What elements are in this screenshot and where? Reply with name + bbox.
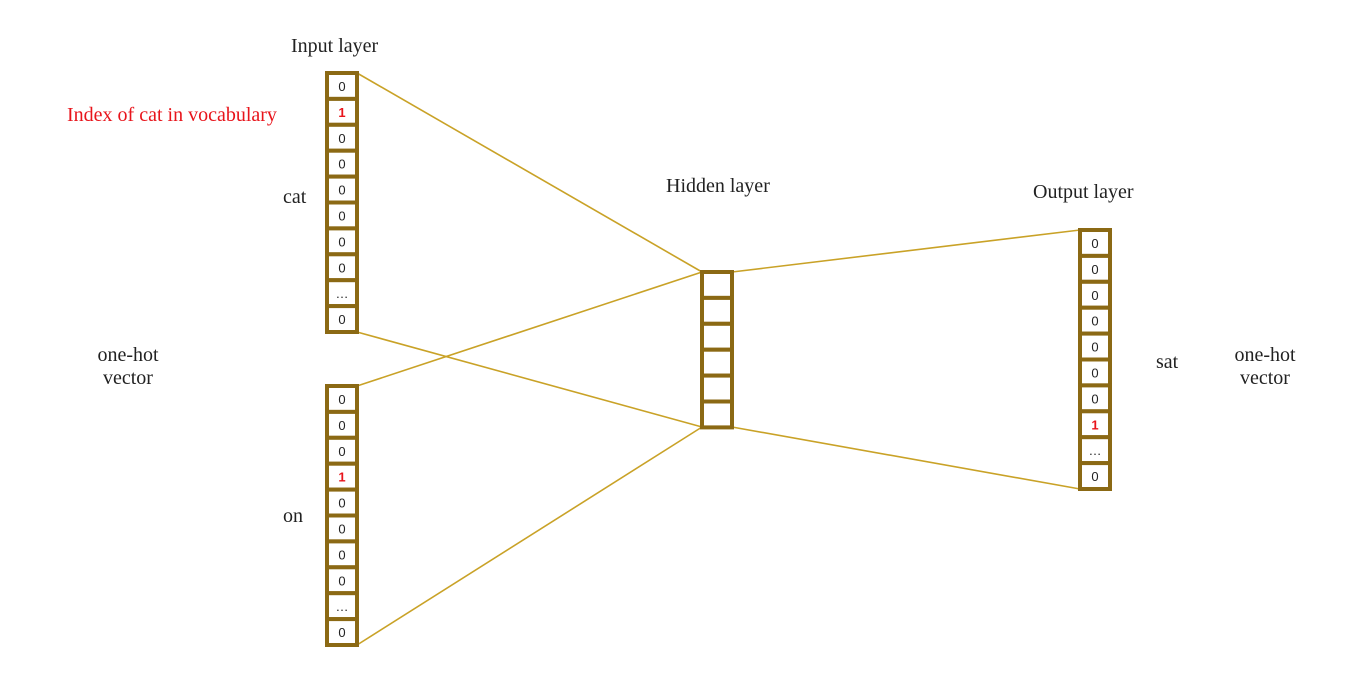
output-sat-value: … [1089, 443, 1102, 458]
input-on-value: … [336, 599, 349, 614]
output-sat-value: 0 [1091, 262, 1098, 277]
input-on-value: 0 [338, 496, 345, 511]
connection-line [731, 229, 1081, 273]
input-cat-value: 0 [338, 157, 345, 172]
hidden-unit [700, 270, 734, 300]
output-sat-cell [1078, 331, 1112, 362]
output-sat-value: 0 [1091, 340, 1098, 355]
onehot-left-line2: vector [103, 367, 153, 389]
output-sat-cell [1078, 409, 1112, 440]
input-on-value: 0 [338, 625, 345, 640]
input-cat-value: 0 [338, 312, 345, 327]
output-vector-sat: 0 0 0 0 0 0 0 1 … 0 [1078, 228, 1112, 492]
hidden-layer-units [700, 270, 734, 430]
output-sat-cell [1078, 279, 1112, 310]
output-sat-value: 0 [1091, 365, 1098, 380]
input-on-value: 0 [338, 392, 345, 407]
output-sat-value: 0 [1091, 236, 1098, 251]
input-cat-value: 0 [338, 183, 345, 198]
onehot-left-line1: one-hot [97, 344, 159, 366]
hidden-unit [700, 295, 734, 326]
output-sat-value: 0 [1091, 469, 1098, 484]
input-on-hot-value: 1 [338, 470, 345, 485]
input-on-cell [325, 513, 359, 544]
input-cat-value: 0 [338, 260, 345, 275]
input-vector-on: 0 0 0 1 0 0 0 0 … 0 [325, 384, 359, 647]
word-label-on: on [283, 505, 303, 527]
input-on-value: 0 [338, 547, 345, 562]
word-label-sat: sat [1156, 351, 1179, 373]
input-cat-cell [325, 304, 359, 335]
hidden-unit [700, 373, 734, 404]
output-sat-cell [1078, 461, 1112, 492]
input-cat-value: … [336, 286, 349, 301]
index-annotation: Index of cat in vocabulary [67, 104, 277, 126]
input-cat-cell [325, 96, 359, 127]
output-sat-value: 0 [1091, 391, 1098, 406]
connection-line [356, 72, 703, 273]
output-sat-value: 0 [1091, 314, 1098, 329]
input-cat-value: 0 [338, 131, 345, 146]
input-on-cell [325, 461, 359, 492]
input-cat-cell [325, 200, 359, 231]
output-sat-cell [1078, 228, 1112, 258]
connection-line [356, 271, 703, 387]
hidden-unit [700, 347, 734, 378]
output-layer-title: Output layer [1033, 181, 1134, 203]
connection-line [356, 426, 703, 646]
connection-line [356, 331, 703, 428]
input-on-value: 0 [338, 418, 345, 433]
connection-lines [356, 72, 1081, 646]
input-on-value: 0 [338, 573, 345, 588]
hidden-unit [700, 321, 734, 352]
onehot-label-right: one-hot vector [1225, 344, 1305, 390]
output-sat-value: 0 [1091, 288, 1098, 303]
onehot-right-line2: vector [1240, 367, 1290, 389]
input-cat-hot-value: 1 [338, 105, 345, 120]
input-layer-title: Input layer [291, 35, 379, 57]
input-cat-value: 0 [338, 79, 345, 94]
input-cat-cell [325, 174, 359, 205]
hidden-unit [700, 399, 734, 430]
onehot-label-left: one-hot vector [88, 344, 168, 390]
output-sat-cell [1078, 305, 1112, 336]
output-sat-hot-value: 1 [1091, 417, 1098, 432]
word-label-cat: cat [283, 186, 307, 208]
input-on-cell [325, 435, 359, 466]
hidden-layer-title: Hidden layer [666, 175, 770, 197]
input-cat-cell [325, 226, 359, 257]
input-vector-cat: 0 1 0 0 0 0 0 0 … 0 [325, 71, 359, 335]
connection-line [731, 426, 1081, 490]
input-on-cell [325, 617, 359, 647]
input-on-cell [325, 409, 359, 440]
input-cat-value: 0 [338, 234, 345, 249]
input-cat-cell [325, 252, 359, 283]
input-cat-value: 0 [338, 208, 345, 223]
input-on-value: 0 [338, 444, 345, 459]
onehot-right-line1: one-hot [1234, 344, 1296, 366]
input-on-value: 0 [338, 521, 345, 536]
